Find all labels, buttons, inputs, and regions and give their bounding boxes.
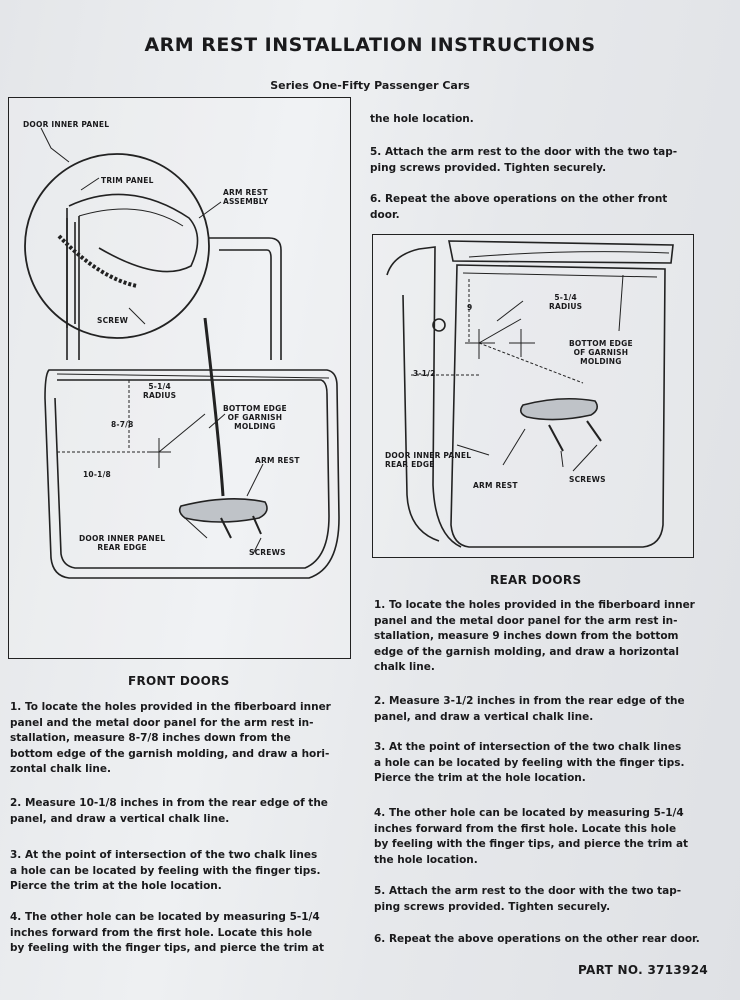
part-number: PART NO. 3713924 — [578, 963, 709, 977]
rear-step5: 5. Attach the arm rest to the door with … — [374, 885, 682, 913]
front-step5: 5. Attach the arm rest to the door with … — [370, 146, 678, 174]
front-step6: 6. Repeat the above operations on the ot… — [370, 193, 668, 221]
label-rear-bottom-edge: BOTTOM EDGE OF GARNISH MOLDING — [569, 339, 633, 366]
rear-step1: 1. To locate the holes provided in the f… — [374, 599, 695, 673]
page-title: ARM REST INSTALLATION INSTRUCTIONS — [144, 34, 596, 56]
front-step1: 1. To locate the holes provided in the f… — [10, 701, 331, 775]
page-subtitle: Series One-Fifty Passenger Cars — [270, 79, 470, 92]
label-screw: SCREW — [97, 316, 129, 325]
front-step4: 4. The other hole can be located by meas… — [10, 911, 325, 954]
label-front-door-rear-edge: DOOR INNER PANEL REAR EDGE — [79, 534, 166, 552]
rear-door-drawing — [386, 240, 674, 548]
front-step4-continued: the hole location. — [370, 113, 474, 125]
label-front-dim-horizontal: 10-1/8 — [83, 470, 111, 479]
front-door-diagram: DOOR INNER PANEL TRIM PANEL ARM REST ASS… — [8, 97, 351, 659]
front-door-drawing — [24, 127, 340, 579]
label-front-radius: 5-1/4 RADIUS — [143, 382, 177, 400]
label-front-arm-rest: ARM REST — [255, 456, 300, 465]
label-front-bottom-edge: BOTTOM EDGE OF GARNISH MOLDING — [223, 404, 287, 431]
label-rear-arm-rest: ARM REST — [473, 481, 518, 490]
front-step3: 3. At the point of intersection of the t… — [10, 849, 321, 892]
label-rear-dim-horizontal: 3-1/2 — [413, 369, 436, 378]
front-doors-heading: FRONT DOORS — [128, 674, 230, 688]
rear-step3: 3. At the point of intersection of the t… — [374, 741, 685, 784]
front-step2: 2. Measure 10-1/8 inches in from the rea… — [10, 797, 328, 825]
label-rear-screws: SCREWS — [569, 475, 606, 484]
rear-step4: 4. The other hole can be located by meas… — [374, 807, 689, 866]
rear-step2: 2. Measure 3-1/2 inches in from the rear… — [374, 695, 685, 723]
label-door-inner-panel: DOOR INNER PANEL — [23, 120, 110, 129]
rear-door-diagram: 9 5-1/4 RADIUS BOTTOM EDGE OF GARNISH MO… — [372, 234, 694, 558]
label-rear-radius: 5-1/4 RADIUS — [549, 293, 583, 311]
label-arm-rest-assembly: ARM REST ASSEMBLY — [223, 188, 269, 206]
label-front-dim-vertical: 8-7/8 — [111, 420, 134, 429]
rear-doors-heading: REAR DOORS — [490, 573, 582, 587]
rear-step6: 6. Repeat the above operations on the ot… — [374, 933, 700, 945]
label-rear-door-rear-edge: DOOR INNER PANEL REAR EDGE — [385, 451, 472, 469]
label-front-screws: SCREWS — [249, 548, 286, 557]
label-rear-dim-vertical: 9 — [467, 303, 473, 312]
label-trim-panel: TRIM PANEL — [101, 176, 154, 185]
